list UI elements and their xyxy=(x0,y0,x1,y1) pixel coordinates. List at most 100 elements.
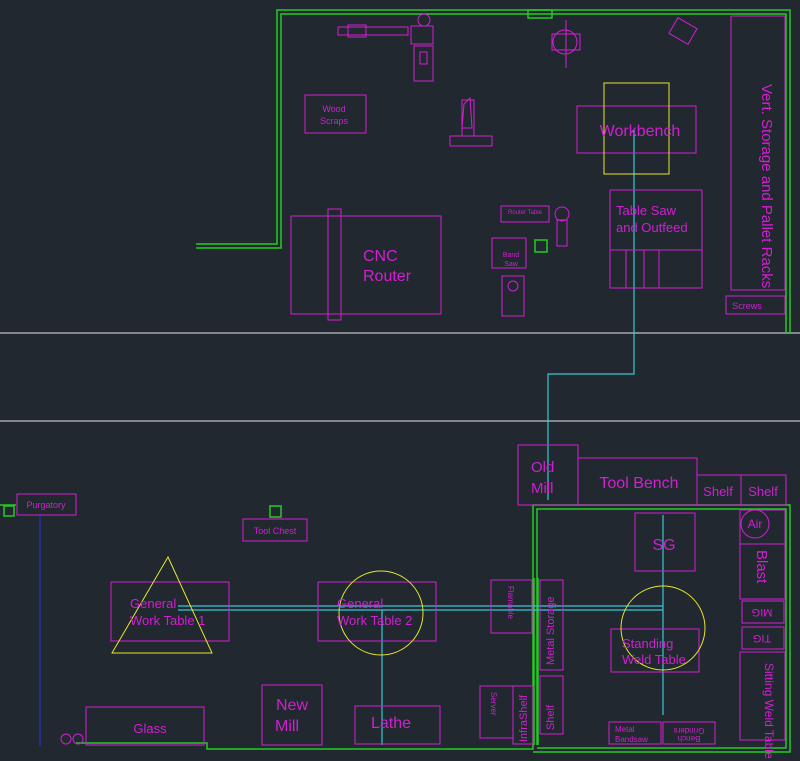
cnc-label-1: CNC xyxy=(363,248,398,265)
wood-scraps-label-1: Wood xyxy=(322,104,345,114)
wall-vent xyxy=(527,9,553,19)
planer-icon xyxy=(552,29,578,55)
table-saw-base xyxy=(609,249,703,289)
lathe xyxy=(354,705,441,745)
metal-bandsaw-label-1: Metal xyxy=(615,725,635,734)
screws-label: Screws xyxy=(732,301,762,311)
clearance-zones xyxy=(111,82,706,671)
shelf-b-label: Shelf xyxy=(748,484,778,499)
old-mill-label-1: Old xyxy=(531,459,554,476)
table-saw-label-2: and Outfeed xyxy=(616,220,688,235)
band-saw-label-2: Saw xyxy=(504,261,519,268)
purgatory-label: Purgatory xyxy=(26,500,66,510)
band-saw xyxy=(491,237,527,269)
router-table-label: Router Table xyxy=(508,210,543,216)
standing-weld-label-2: Weld Table xyxy=(622,652,686,667)
workbench xyxy=(576,105,697,154)
gwt1-label-1: General xyxy=(130,596,176,611)
vert-storage-label: Vert. Storage and Pallet Racks xyxy=(758,84,775,288)
new-mill-label-2: Mill xyxy=(275,718,299,735)
workbench-clearance xyxy=(603,82,670,175)
spindle-sander-icon xyxy=(507,280,519,292)
jointer-icon xyxy=(668,17,698,45)
wood-scraps-bin xyxy=(304,94,367,134)
cnc-router xyxy=(290,215,442,315)
surface-grinder xyxy=(634,512,696,572)
tool-chest xyxy=(242,518,308,542)
spindle-sander xyxy=(501,275,525,317)
cnc-label-2: Router xyxy=(363,268,412,285)
mig-label: MIG xyxy=(752,606,773,618)
metal-storage-label: Metal Storage xyxy=(545,597,557,665)
wood-scraps-label-2: Scraps xyxy=(320,116,349,126)
router-vac xyxy=(556,219,568,247)
table-saw-label-1: Table Saw xyxy=(616,203,677,218)
lower-wall-inner xyxy=(536,508,787,749)
old-mill-label-2: Mill xyxy=(531,480,554,497)
new-mill xyxy=(261,684,323,746)
router-table xyxy=(500,205,550,223)
band-saw-label-1: Band xyxy=(503,252,519,259)
air-line-main xyxy=(547,130,635,500)
sitting-weld-table xyxy=(739,651,786,741)
shelf-b xyxy=(740,474,787,506)
drill-press-rail xyxy=(337,26,409,36)
cnc-gantry xyxy=(327,208,342,321)
infra-shelf xyxy=(512,685,534,745)
flammable-cabinet xyxy=(490,579,533,634)
floor-post xyxy=(534,239,548,253)
workbench-label: Workbench xyxy=(600,123,681,140)
shelf-a-label: Shelf xyxy=(703,484,733,499)
glass-storage xyxy=(85,706,205,746)
gas-cylinder-2 xyxy=(72,733,84,745)
bench-grinders-label-2: Grinders xyxy=(674,726,705,735)
metal-bandsaw-label-2: Bandsaw xyxy=(615,735,648,744)
lathe-label: Lathe xyxy=(371,715,411,732)
gwt2-label-1: General xyxy=(337,596,383,611)
glass-label: Glass xyxy=(133,721,167,736)
upper-wall-inner xyxy=(196,13,787,333)
shelf-c xyxy=(539,675,564,735)
standing-weld-label-1: Standing xyxy=(622,636,673,651)
labels: Wood Scraps Workbench Vert. Storage and … xyxy=(26,84,778,759)
tool-chest-label: Tool Chest xyxy=(254,526,297,536)
air-lines xyxy=(178,130,664,745)
sander-belt xyxy=(419,51,428,65)
air-label: Air xyxy=(748,517,763,531)
equipment xyxy=(16,13,787,746)
flammable-label: Flamable xyxy=(506,586,515,619)
router-dust-icon xyxy=(554,206,570,222)
sander-icon xyxy=(413,45,434,82)
sitting-weld-label: Sitting Weld Table xyxy=(762,663,776,759)
gwt2-label-2: Work Table 2 xyxy=(337,613,412,628)
screws-bin xyxy=(725,295,786,315)
vertical-storage-rack xyxy=(730,15,786,291)
gwt1-label-2: Work Table 1 xyxy=(130,613,205,628)
work-table-1-clearance xyxy=(111,555,213,654)
drill-press-head xyxy=(347,24,367,38)
metal-bandsaw xyxy=(608,721,662,745)
tool-bench-label: Tool Bench xyxy=(599,475,678,492)
blast-label: Blast xyxy=(753,550,770,584)
wall-post-center xyxy=(269,505,282,518)
bench-grinders-label-1: Bench xyxy=(678,734,701,743)
bench-grinders xyxy=(662,721,716,745)
infra-shelf-label: InfraShelf xyxy=(518,694,530,742)
wall-post-left xyxy=(3,505,15,517)
upper-wall-outer xyxy=(196,9,791,333)
lower-wall-outer xyxy=(76,504,791,753)
metal-storage xyxy=(539,579,564,671)
grinder-wheel-icon xyxy=(417,13,431,27)
tig-welder xyxy=(741,626,785,650)
gas-cylinder-1 xyxy=(60,733,72,745)
purgatory-area xyxy=(16,493,77,516)
work-table-2-clearance xyxy=(338,570,424,656)
sg-label: SG xyxy=(652,537,675,554)
mig-welder xyxy=(741,600,785,624)
miter-saw-blade xyxy=(461,96,473,129)
server-label: Server xyxy=(489,692,498,716)
general-work-table-1 xyxy=(110,581,230,642)
aisle-lines xyxy=(0,332,800,422)
shelf-c-label: Shelf xyxy=(545,704,557,730)
